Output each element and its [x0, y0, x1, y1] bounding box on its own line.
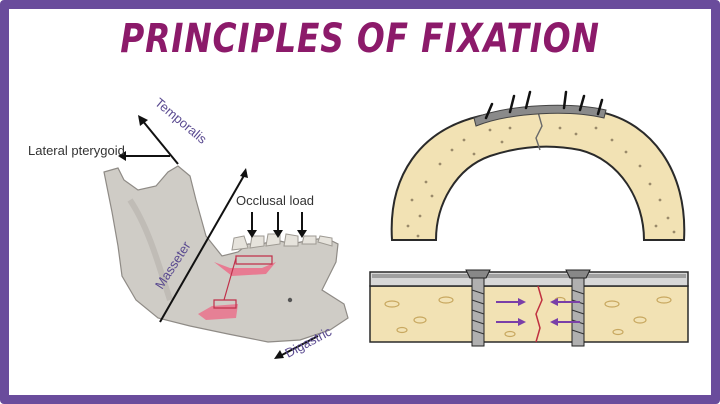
- ramus-shading: [127, 198, 173, 301]
- bone-section: [369, 285, 689, 343]
- lateral-pterygoid-arrowhead: [118, 151, 126, 161]
- fracture-line: [535, 285, 543, 343]
- masseter-arrowhead: [240, 168, 248, 178]
- fixation-plates-red: [213, 255, 273, 309]
- cross-section-illustration: [369, 269, 689, 347]
- mandibular-arch-illustration: [390, 90, 686, 241]
- mandible-bone: [103, 165, 349, 343]
- occlusal-load-arrows: [251, 212, 303, 232]
- arch-trabeculae: [406, 126, 676, 238]
- screw-left: [465, 269, 491, 347]
- mental-foramen: [287, 297, 293, 303]
- label-temporalis: Temporalis: [152, 95, 210, 147]
- plate-shading: [372, 274, 686, 278]
- arch-plate: [473, 104, 607, 127]
- arch-bone: [390, 107, 686, 241]
- label-occlusal-load: Occlusal load: [236, 193, 314, 208]
- arch-screws: [484, 90, 604, 120]
- fracture-zone-upper: [214, 262, 276, 276]
- label-lateral-pterygoid: Lateral pterygoid: [28, 143, 125, 158]
- teeth: [231, 233, 333, 251]
- page-title: PRINCIPLES OF FIXATION: [120, 16, 600, 62]
- digastric-vector: [279, 335, 319, 357]
- temporalis-vector: [141, 119, 179, 165]
- screw-right: [565, 269, 591, 347]
- digastric-arrowhead: [274, 350, 284, 359]
- mandible-illustration: [103, 165, 349, 343]
- compression-arrows: [496, 301, 580, 323]
- arch-fracture-line: [535, 111, 543, 151]
- temporalis-arrowhead: [138, 115, 148, 126]
- masseter-vector: [159, 171, 247, 323]
